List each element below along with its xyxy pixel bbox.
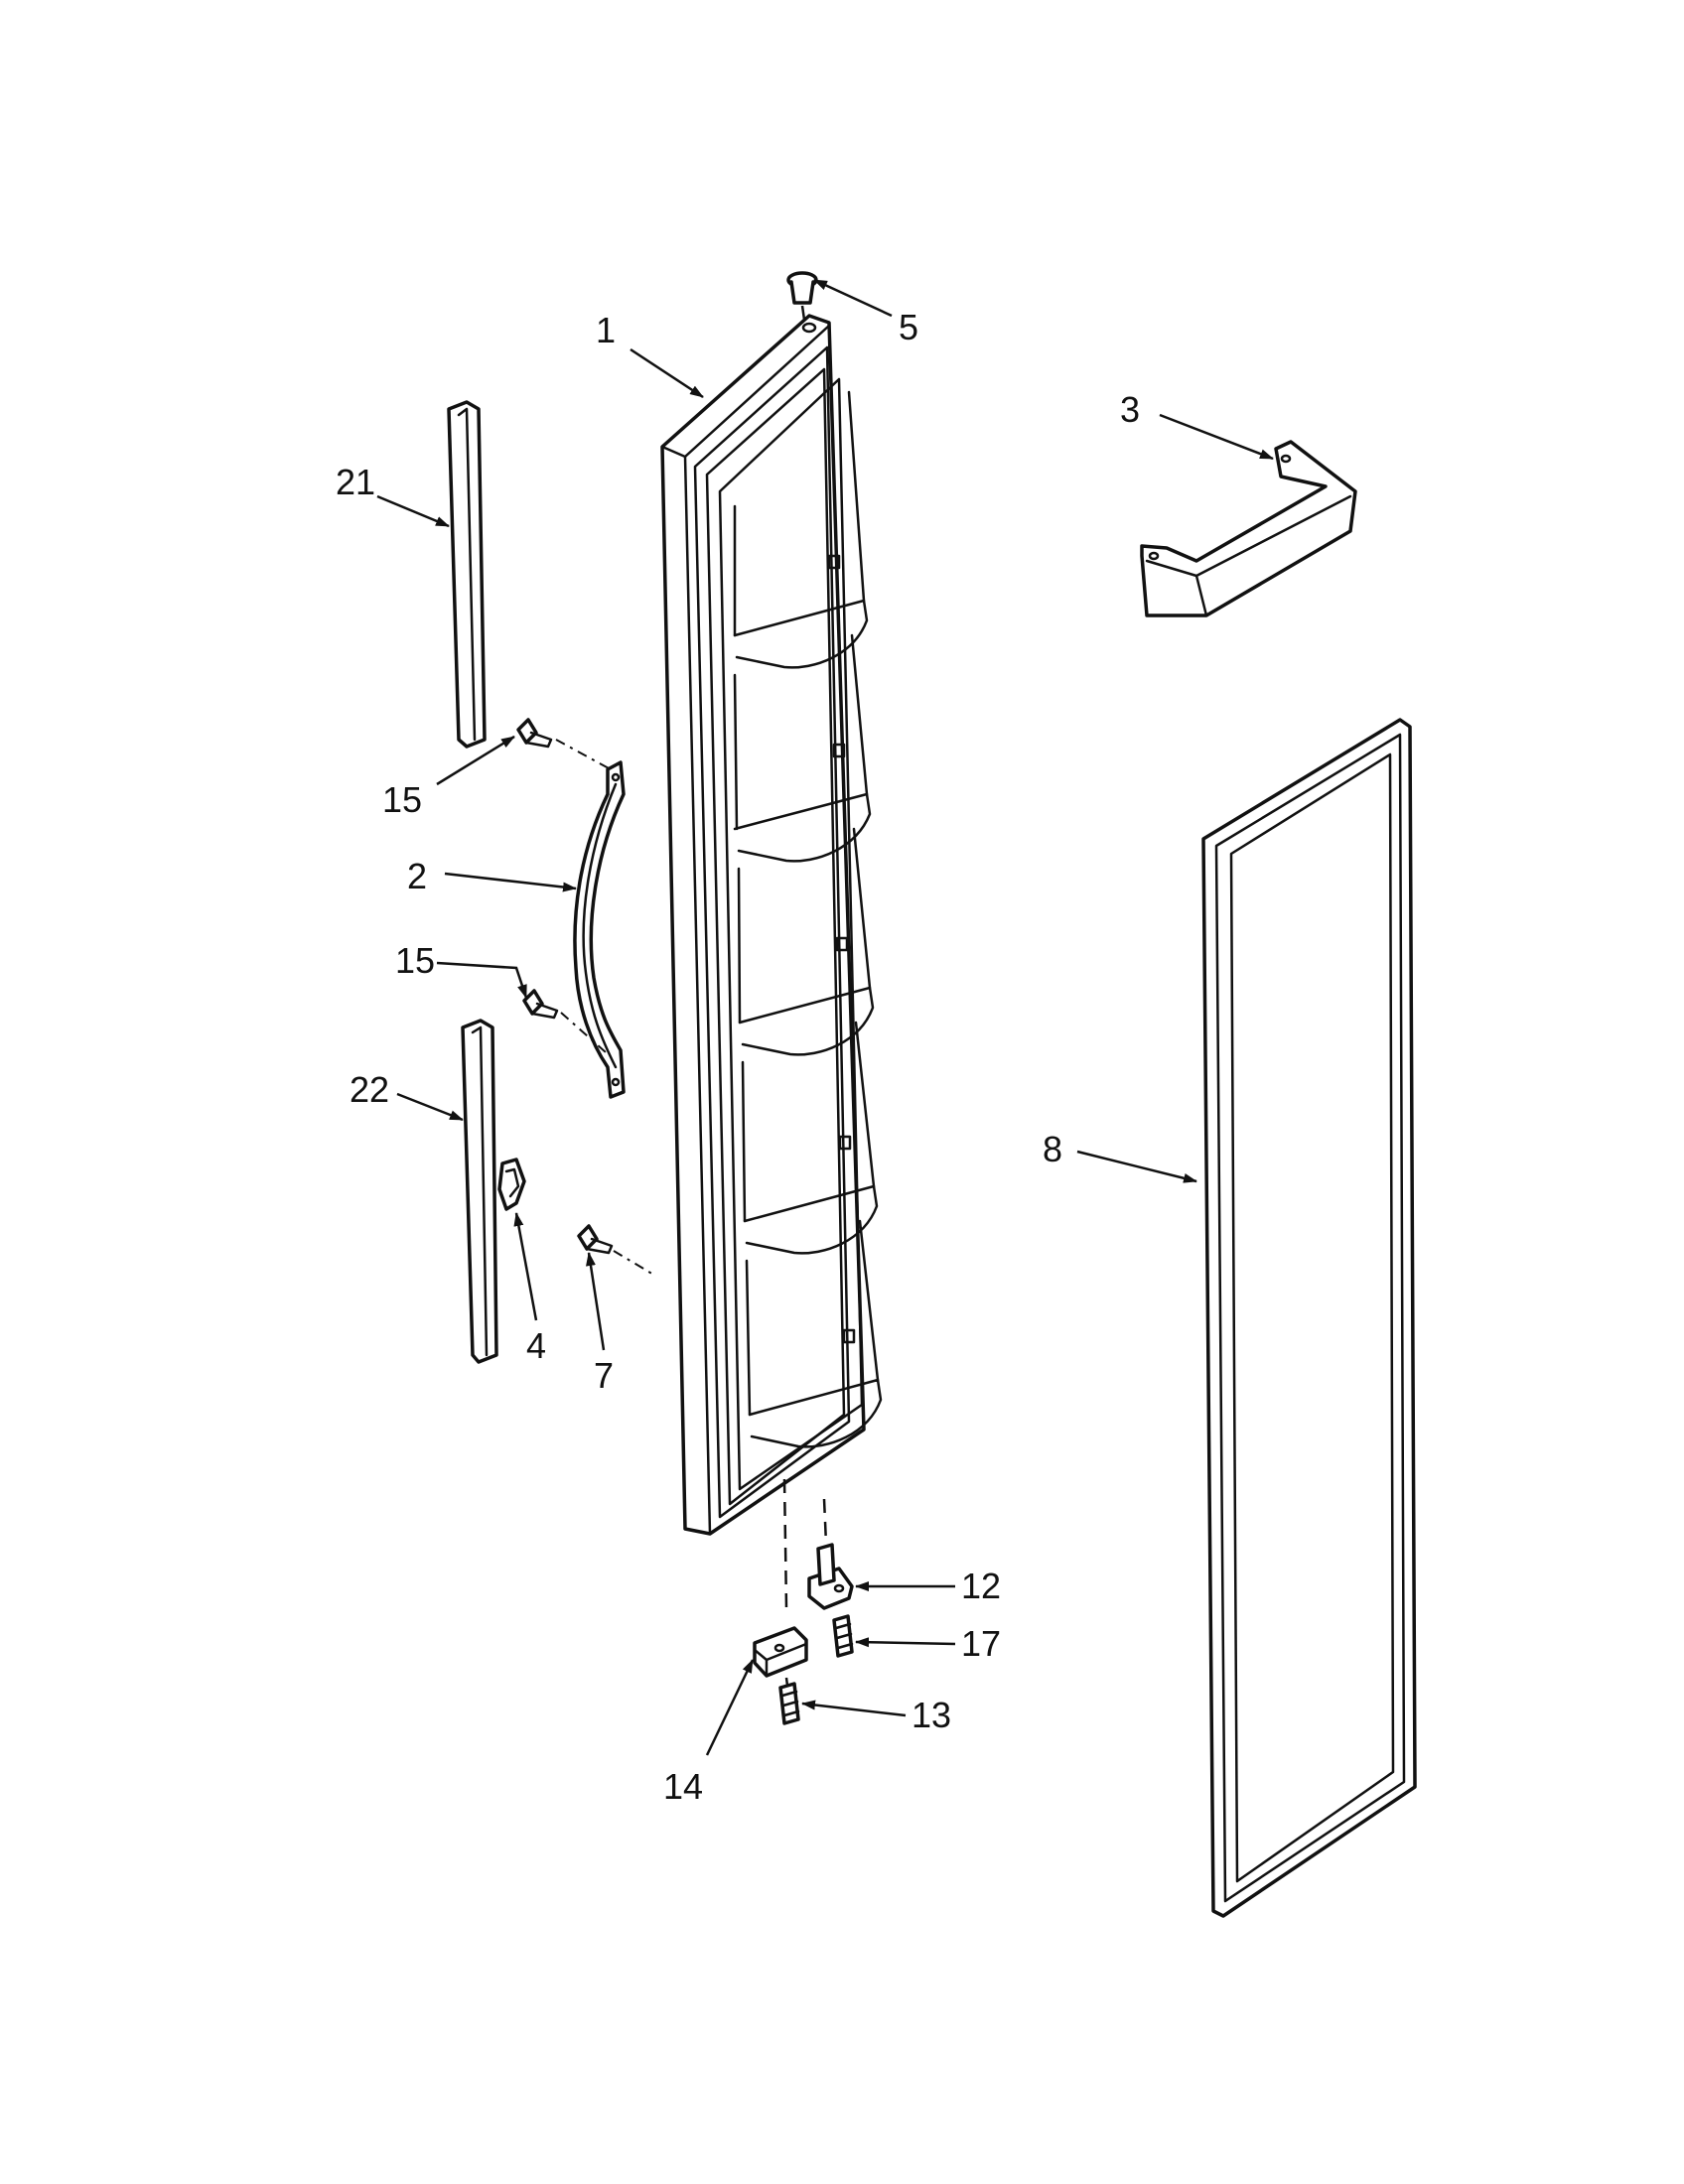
callout-7: 7: [594, 1355, 614, 1396]
leader-1: [630, 347, 704, 399]
callout-17: 17: [961, 1623, 1001, 1664]
callout-8: 8: [1043, 1129, 1062, 1169]
callout-1: 1: [596, 310, 616, 350]
door-panel-part: [660, 314, 883, 1536]
door-handle-part: [555, 739, 626, 1099]
leader-7: [586, 1252, 606, 1351]
handle-screw-bottom-part: [522, 989, 559, 1020]
leader-14: [705, 1659, 755, 1756]
leader-17: [855, 1637, 956, 1648]
bottom-trim-strip-part: [461, 1019, 498, 1364]
trim-clip-part: [497, 1158, 526, 1211]
leader-15a: [436, 735, 515, 786]
leader-4: [513, 1212, 538, 1321]
leader-3: [1159, 413, 1274, 461]
callout-13: 13: [912, 1695, 951, 1735]
hinge-screw-part: [832, 1614, 854, 1658]
door-screw-part: [577, 1224, 656, 1277]
leader-13: [801, 1700, 907, 1717]
hinge-pin-part: [782, 1478, 854, 1610]
leader-8: [1076, 1150, 1197, 1183]
leader-lines: [376, 278, 1274, 1756]
hinge-bushing-part: [786, 271, 818, 321]
leader-22: [396, 1092, 464, 1122]
callout-14: 14: [663, 1766, 703, 1807]
callout-5: 5: [899, 307, 918, 347]
door-bracket-part: [1140, 440, 1357, 617]
door-shelves: [733, 390, 883, 1448]
callout-2: 2: [407, 856, 427, 896]
callout-12: 12: [961, 1566, 1001, 1606]
lower-bracket-part: [753, 1626, 808, 1678]
callout-21: 21: [336, 462, 375, 502]
top-trim-strip-part: [447, 400, 487, 749]
leader-21: [376, 494, 450, 528]
callout-22: 22: [350, 1069, 389, 1110]
leader-2: [444, 872, 577, 892]
leader-5: [813, 278, 893, 318]
handle-screw-top-part: [516, 718, 553, 749]
callout-15b: 15: [395, 940, 435, 981]
door-gasket-part: [1201, 718, 1417, 1918]
callout-15a: 15: [382, 779, 422, 820]
callout-3: 3: [1120, 389, 1140, 430]
callout-labels: 1 2 3 4 5 7 8 12 13 14 15 15 17 21 22: [336, 307, 1140, 1807]
leader-15b: [436, 961, 528, 999]
callout-4: 4: [526, 1325, 546, 1366]
bracket-screw-part: [778, 1677, 800, 1725]
